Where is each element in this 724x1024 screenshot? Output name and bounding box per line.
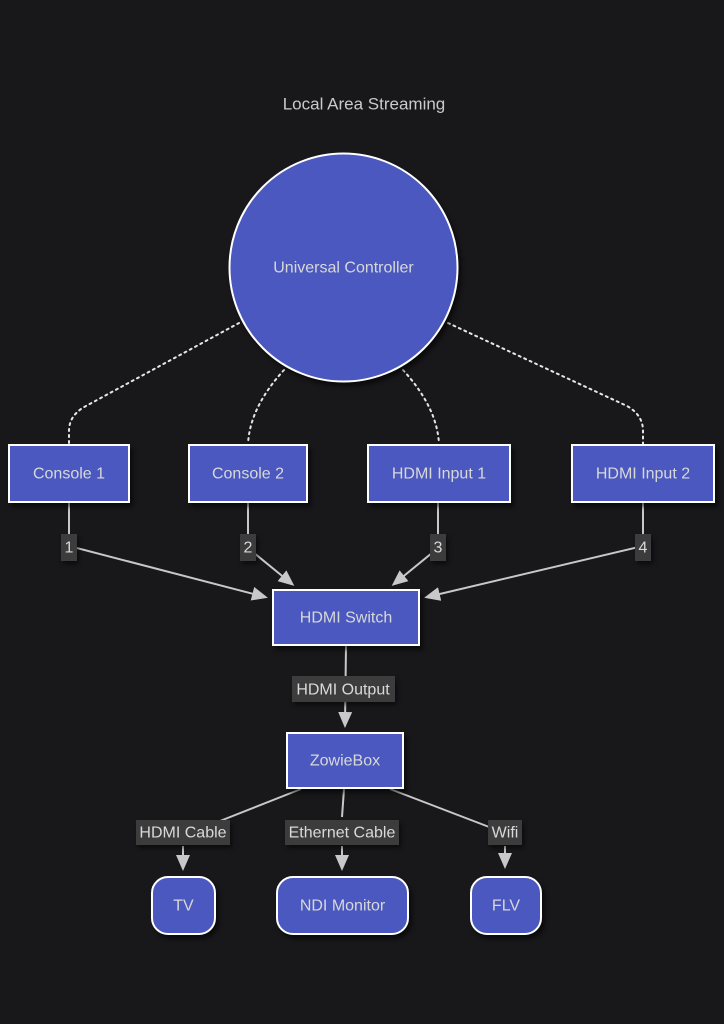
node-label: HDMI Input 2 [596,466,690,483]
edge-zowiebox-tv-upper [219,788,302,822]
node-hdmi-switch: HDMI Switch [272,589,420,646]
edge-label-text: 1 [65,540,74,557]
edge-hdmi-input2-switch [424,503,644,601]
edge-controller-hdmi-input2 [447,322,644,445]
node-hdmi-input-2: HDMI Input 2 [571,444,715,503]
node-console-2: Console 2 [188,444,308,503]
edge-label-text: 4 [639,540,648,557]
node-label: ZowieBox [310,753,380,770]
node-label: HDMI Switch [300,610,392,627]
edge-zowiebox-flv-upper [389,788,498,831]
node-label: Console 2 [212,466,284,483]
node-label: NDI Monitor [300,898,386,915]
node-ndi-monitor: NDI Monitor [276,876,409,935]
edge-controller-hdmi-input1 [402,369,440,445]
edge-label-console2-switch: 2 [240,534,256,561]
node-flv: FLV [470,876,542,935]
node-label: Console 1 [33,466,105,483]
edge-label-wifi: Wifi [488,820,522,845]
edge-label-text: HDMI Cable [139,825,226,842]
edge-label-text: HDMI Output [296,682,390,699]
edge-label-hdmi-input2-switch: 4 [635,534,651,561]
edge-label-hdmi-input1-switch: 3 [430,534,446,561]
node-console-1: Console 1 [8,444,130,503]
node-label: TV [173,898,194,915]
edge-label-text: 3 [434,540,443,557]
node-tv: TV [151,876,216,935]
node-zowiebox: ZowieBox [286,732,404,789]
node-label: FLV [492,898,520,915]
edge-label-hdmi-output: HDMI Output [292,676,395,702]
edge-label-console1-switch: 1 [61,534,77,561]
edge-label-text: Ethernet Cable [289,825,396,842]
edge-controller-console2 [247,369,285,445]
edge-label-hdmi-cable: HDMI Cable [136,820,230,845]
edge-label-ethernet-cable: Ethernet Cable [285,820,399,845]
edge-controller-console1 [68,322,240,445]
diagram-title: Local Area Streaming [283,95,446,114]
node-hdmi-input-1: HDMI Input 1 [367,444,511,503]
node-universal-controller: Universal Controller [228,152,459,383]
node-label: HDMI Input 1 [392,466,486,483]
edge-label-text: 2 [244,540,253,557]
node-label: Universal Controller [273,260,414,277]
edge-zowiebox-ndi-upper [341,788,345,818]
edge-label-text: Wifi [492,825,519,842]
edge-console1-switch [68,503,268,601]
